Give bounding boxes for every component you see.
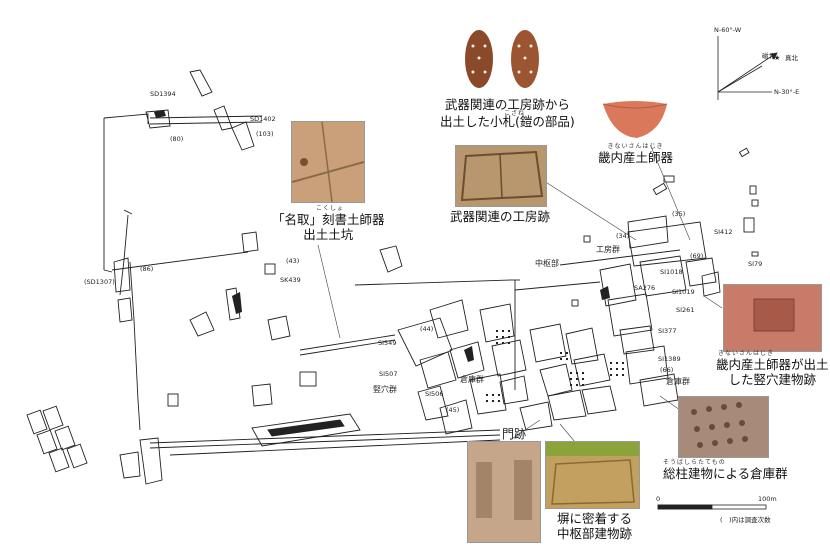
- kozane-ruby: こざね: [504, 110, 526, 117]
- label-si377: SI377: [658, 327, 677, 335]
- label-sk439: SK439: [280, 276, 301, 284]
- kinai-pit-dwelling-caption: きないさんはじき 畿内産土師器が出土 した竪穴建物跡: [716, 350, 829, 387]
- kozane-photo-2: [505, 28, 545, 91]
- compass-top-label: N-60°-W: [714, 26, 742, 34]
- label-n35: (35): [672, 210, 686, 218]
- central-building-line1: 塀に密着する: [557, 511, 633, 526]
- label-n43: (43): [286, 257, 300, 265]
- kozane-caption: 武器関連の工房跡から こざね 出土した小札(鎧の部品): [440, 97, 575, 129]
- central-building-caption: 塀に密着する 中枢部建物跡: [557, 511, 632, 541]
- label-si506: SI506: [425, 390, 444, 398]
- label-si79: SI79: [748, 260, 763, 268]
- soubashira-storehouse-photo: [678, 396, 769, 458]
- label-n44: (44): [420, 325, 434, 333]
- natori-pit-photo: [291, 121, 365, 203]
- label-sa276: SA276: [634, 284, 656, 292]
- kinai-pit-dwelling-line2: した竪穴建物跡: [728, 372, 817, 387]
- kozane-photo-1: [459, 28, 499, 91]
- natori-caption: こくしょ 「名取」刻書土師器 出土土坑: [272, 205, 385, 242]
- kinai-caption: きないさんはじき 畿内産土師器: [598, 143, 673, 165]
- scale-note: ( )内は調査次数: [720, 516, 771, 524]
- compass-true-label: 真北: [785, 54, 798, 62]
- kozane-caption-line1: 武器関連の工房跡から: [444, 97, 570, 112]
- weapon-workshop-photo: [455, 145, 547, 207]
- natori-ruby: こくしょ: [316, 205, 345, 212]
- kinai-pottery-photo: [597, 92, 672, 145]
- label-sd1402: SD1402: [250, 115, 276, 123]
- label-mon: 門跡: [502, 427, 527, 441]
- kozane-caption-line2: 出土した小札(鎧の部品): [440, 114, 575, 129]
- label-n80: (80): [170, 135, 184, 143]
- central-building-line2: 中枢部建物跡: [557, 526, 633, 541]
- kinai-pit-dwelling-photo: [723, 284, 822, 352]
- compass-right-label: N-30°-E: [774, 88, 800, 96]
- label-sd1307: (SD1307): [84, 278, 115, 286]
- label-tateana-gun: 竪穴群: [373, 385, 397, 394]
- label-kobo-gun: 工房群: [596, 245, 620, 254]
- label-n66: (66): [660, 366, 674, 374]
- kinai-pit-dwelling-line1: 畿内産土師器が出土: [716, 357, 829, 372]
- label-si549: SI549: [378, 339, 397, 347]
- label-si507: SI507: [379, 370, 398, 378]
- label-si1019: SI1019: [672, 288, 695, 296]
- soubashira-caption-text: 総柱建物による倉庫群: [663, 466, 788, 481]
- soubashira-caption: そうばしらたてもの 総柱建物による倉庫群: [663, 459, 788, 481]
- label-n69: (69): [690, 252, 704, 260]
- natori-caption-line1: 「名取」刻書土師器: [272, 212, 385, 227]
- weapon-workshop-caption: 武器関連の工房跡: [450, 209, 550, 224]
- natori-caption-line2: 出土土坑: [303, 227, 354, 242]
- label-soko-gun-right: 倉庫群: [666, 377, 690, 386]
- north-arrow: ★: [717, 36, 780, 100]
- kinai-pit-dwelling-ruby: きないさんはじき: [718, 350, 775, 357]
- soubashira-ruby: そうばしらたてもの: [663, 459, 726, 466]
- scale-bar: [657, 504, 767, 510]
- label-soko-gun-center: 倉庫群: [460, 375, 484, 384]
- label-sd1394: SD1394: [150, 90, 176, 98]
- scale-zero: 0: [656, 495, 661, 503]
- label-si412: SI412: [714, 228, 733, 236]
- label-si261: SI261: [676, 306, 695, 314]
- scale-hundred: 100m: [758, 495, 777, 503]
- kinai-ruby: きないさんはじき: [607, 143, 664, 150]
- label-n34: (34): [616, 232, 630, 240]
- svg-text:★: ★: [774, 54, 780, 62]
- label-chusubu: 中枢部: [535, 259, 559, 268]
- weapon-workshop-caption-text: 武器関連の工房跡: [450, 209, 551, 224]
- label-n45: (45): [446, 406, 460, 414]
- compass-magnetic-label: 磁北: [762, 52, 775, 60]
- label-si1018: SI1018: [660, 268, 683, 276]
- label-si1389: SI1389: [658, 355, 681, 363]
- label-n86: (86): [140, 265, 154, 273]
- central-building-photo: [545, 441, 640, 509]
- label-n103: (103): [256, 130, 274, 138]
- gate-ruins-photo: [467, 441, 541, 543]
- kinai-caption-text: 畿内産土師器: [598, 150, 674, 165]
